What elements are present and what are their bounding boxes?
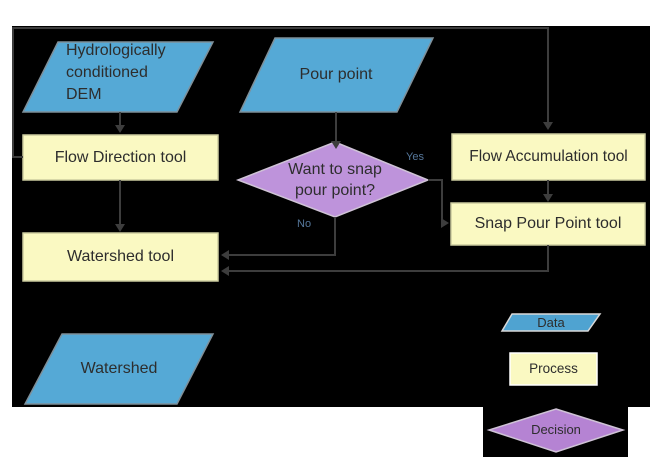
arrowhead-right-icon <box>441 218 449 228</box>
node-decision-shape <box>235 141 431 218</box>
edge-decision-yes-to-snappourpoint <box>428 179 443 224</box>
arrowhead-down-icon <box>543 194 553 202</box>
arrowhead-down-icon <box>543 122 553 130</box>
arrowhead-down-icon <box>115 125 125 133</box>
arrowhead-group <box>115 122 553 276</box>
node-watershed-shape <box>23 333 215 405</box>
node-flow-direction-shape <box>22 134 219 181</box>
arrowhead-left-icon <box>221 250 229 260</box>
edge-decision-no-to-watershedtool <box>229 217 336 256</box>
connector-group <box>12 27 549 272</box>
node-dem-shape <box>21 41 215 113</box>
arrowhead-left-icon <box>221 266 229 276</box>
legend-decision-shape <box>486 408 626 453</box>
arrowhead-down-icon <box>331 141 341 149</box>
node-watershed-tool-shape <box>22 232 219 282</box>
legend-process-shape <box>509 352 598 386</box>
node-flow-accumulation-shape <box>451 133 646 181</box>
edge-flowdirection-to-flowaccumulation <box>12 27 549 158</box>
arrowhead-down-icon <box>115 224 125 232</box>
node-pour-point-shape <box>238 37 435 113</box>
edge-snappourpoint-to-watershedtool <box>229 245 549 272</box>
node-snap-pour-point-shape <box>450 202 646 246</box>
legend-data-shape <box>500 313 602 332</box>
